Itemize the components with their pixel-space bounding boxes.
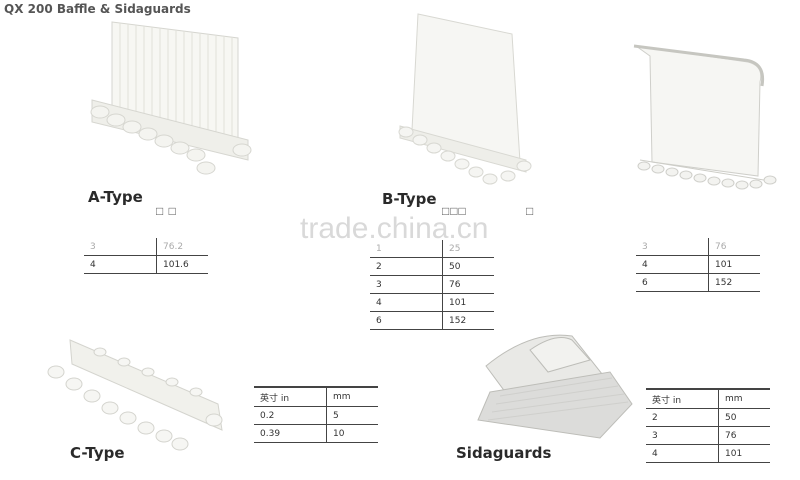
table-cell: 101 — [718, 444, 770, 463]
table-row: 3 76.2 — [84, 238, 208, 256]
a-type-mark: □ □ — [156, 204, 177, 218]
table-cell: 0.2 — [254, 406, 327, 425]
table-cell: 3 — [646, 426, 719, 445]
column-header: mm — [326, 386, 378, 407]
a-type-label: A-Type — [88, 188, 143, 206]
table-cell: 76.2 — [156, 238, 208, 256]
c-type-strip — [47, 339, 223, 451]
table-cell: 6 — [636, 273, 709, 292]
page-title: QX 200 Baffle & Sidaguards — [4, 2, 191, 16]
table-cell: 101 — [442, 293, 494, 312]
table-cell: 4 — [370, 293, 443, 312]
table-cell: 76 — [718, 426, 770, 445]
table-cell: 4 — [646, 444, 719, 463]
table-cell: 101 — [708, 255, 760, 274]
b-type-label: B-Type — [382, 190, 437, 208]
column-header: 英寸 in — [646, 388, 719, 409]
table-cell: 50 — [718, 408, 770, 427]
b-type-mark: □□□ — [442, 204, 467, 218]
table-cell: 10 — [326, 424, 378, 443]
table-cell: 2 — [370, 257, 443, 276]
a-type-spec-table: 3 76.2 4 101.6 — [84, 238, 208, 274]
table-header-row: 英寸 in mm — [646, 388, 770, 409]
table-cell: 152 — [708, 273, 760, 292]
table-cell: 4 — [84, 255, 157, 274]
column-header: 英寸 in — [254, 386, 327, 407]
sidaguards-belt — [477, 334, 633, 439]
table-cell: 76 — [442, 275, 494, 294]
table-header-row: 英寸 in mm — [254, 386, 378, 407]
table-cell: 4 — [636, 255, 709, 274]
table-cell: 76 — [708, 238, 760, 256]
table-cell: 2 — [646, 408, 719, 427]
table-cell: 152 — [442, 311, 494, 330]
b-type-mark-2: □ — [526, 204, 535, 218]
table-cell: 3 — [370, 275, 443, 294]
table-cell: 5 — [326, 406, 378, 425]
table-cell: 3 — [84, 238, 157, 256]
b-type-baffle — [398, 13, 532, 185]
table-cell: 0.39 — [254, 424, 327, 443]
table-cell: 101.6 — [156, 255, 208, 274]
watermark: trade.china.cn — [300, 212, 489, 245]
table-cell: 1 — [370, 240, 443, 258]
c-type-label: C-Type — [70, 444, 125, 462]
table-cell: 25 — [442, 240, 494, 258]
table-cell: 6 — [370, 311, 443, 330]
table-cell: 3 — [636, 238, 709, 256]
hook-baffle — [633, 44, 777, 190]
sidaguards-label: Sidaguards — [456, 444, 552, 462]
table-cell: 50 — [442, 257, 494, 276]
table-row: 4 101.6 — [84, 255, 208, 274]
column-header: mm — [718, 388, 770, 409]
a-type-baffle — [90, 21, 252, 175]
